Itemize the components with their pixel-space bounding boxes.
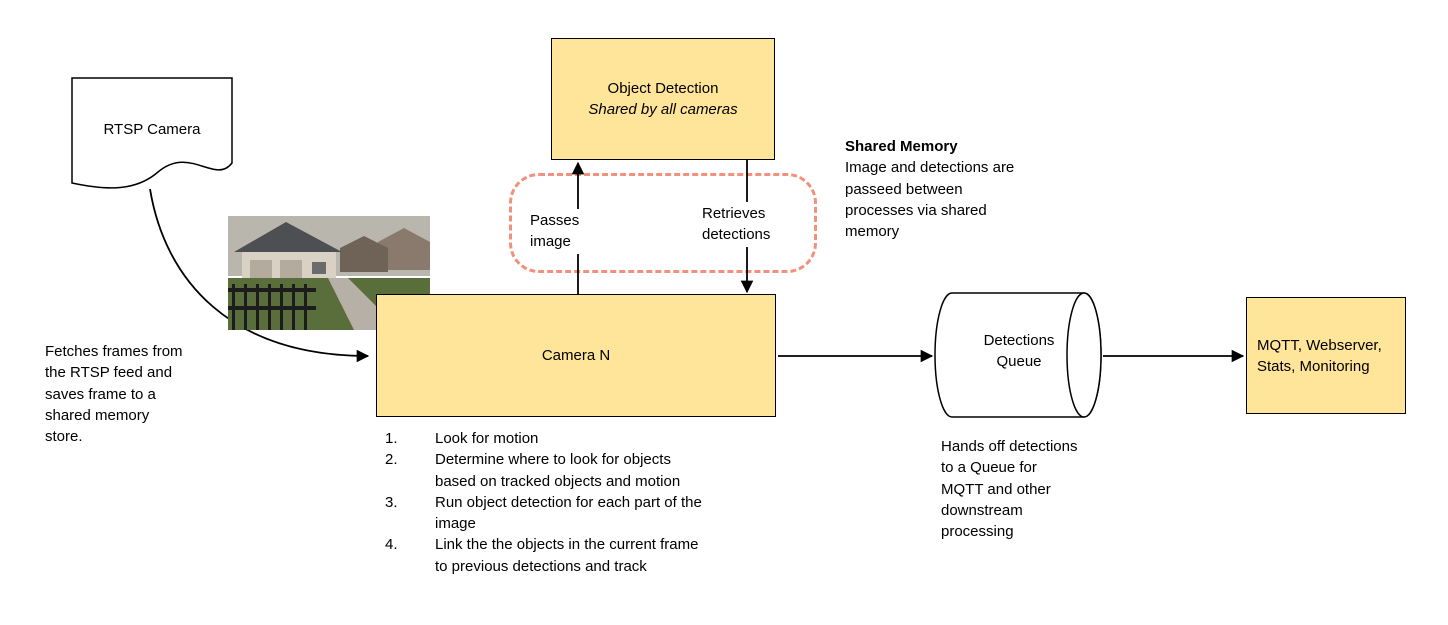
camera-step-3: 3. Run object detection for each part of… — [385, 492, 725, 535]
step-text: Link the the objects in the current fram… — [435, 536, 699, 575]
mqtt-webserver-label: MQTT, Webserver, Stats, Monitoring — [1257, 336, 1382, 375]
rtsp-camera-shape — [71, 77, 233, 189]
step-text: Determine where to look for objects base… — [435, 451, 681, 490]
camera-step-4: 4. Link the the objects in the current f… — [385, 534, 725, 577]
object-detection-title: Object Detection — [607, 80, 719, 97]
camera-n-node: Camera N — [376, 294, 776, 417]
step-text: Look for motion — [435, 430, 539, 447]
step-number: 1. — [385, 430, 398, 447]
detections-queue-label: Detections Queue — [983, 332, 1055, 371]
detections-queue-rim — [1066, 292, 1102, 418]
camera-steps-list: 1. Look for motion 2. Determine where to… — [385, 428, 725, 577]
step-number: 4. — [385, 536, 398, 554]
camera-snapshot-image — [228, 216, 430, 330]
rtsp-to-camera-arrow — [149, 188, 370, 363]
step-text: Run object detection for each part of th… — [435, 493, 702, 533]
camera-n-label: Camera N — [541, 347, 611, 364]
retrieves-detections-label: Retrieves detections — [700, 202, 790, 247]
object-detection-subtitle: Shared by all cameras — [588, 101, 738, 118]
shared-memory-dashed-region — [509, 173, 817, 273]
shared-memory-note: Shared Memory Image and detections are p… — [845, 136, 1050, 242]
step-number: 2. — [385, 451, 398, 469]
camera-step-2: 2. Determine where to look for objects b… — [385, 449, 725, 492]
hands-off-note: Hands off detections to a Queue for MQTT… — [941, 438, 1078, 541]
step-number: 3. — [385, 493, 398, 511]
camera-step-1: 1. Look for motion — [385, 428, 725, 449]
rtsp-camera-label: RTSP Camera — [103, 121, 201, 138]
shared-memory-body: Image and detections are passeed between… — [845, 159, 1015, 241]
passes-image-label: Passes image — [528, 209, 594, 254]
fetches-frames-note: Fetches frames from the RTSP feed and sa… — [45, 343, 183, 446]
shared-memory-title: Shared Memory — [845, 138, 958, 155]
object-detection-node: Object Detection Shared by all cameras — [551, 38, 775, 160]
mqtt-webserver-node: MQTT, Webserver, Stats, Monitoring — [1246, 297, 1406, 414]
